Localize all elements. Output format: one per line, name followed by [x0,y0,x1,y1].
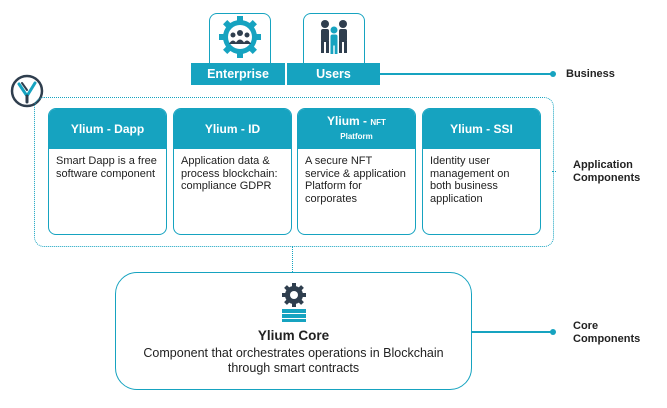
core-description-line2: through smart contracts [227,361,360,375]
business-label: Business [566,68,615,80]
core-description: Component that orchestrates operations i… [116,346,471,376]
card-title-small: NFT [370,118,386,127]
application-label: Application Components [573,159,640,185]
enterprise-icon-box [209,13,271,64]
business-connector-line [380,73,553,75]
users-icon-box [303,13,365,64]
core-description-line1: Component that orchestrates operations i… [143,346,444,360]
card-title: Ylium - NFT Platform [298,109,415,149]
card-ylium-nft: Ylium - NFT Platform A secure NFT servic… [297,108,416,235]
card-title-main: Ylium - [327,114,371,128]
core-vertical-connector [292,246,293,272]
core-connector-line [471,331,553,333]
core-label-line1: Core [573,320,599,332]
core-bullet [550,329,556,335]
application-label-line1: Application [573,159,633,171]
card-title: Ylium - Dapp [49,109,166,149]
card-title: Ylium - SSI [423,109,540,149]
ylium-core-box: Ylium Core Component that orchestrates o… [115,272,472,390]
ylium-logo-icon [10,74,44,108]
core-title: Ylium Core [257,328,330,343]
card-description: Smart Dapp is a free software component [56,155,157,180]
card-ylium-ssi: Ylium - SSI Identity user management on … [422,108,541,235]
card-ylium-dapp: Ylium - Dapp Smart Dapp is a free softwa… [48,108,167,235]
core-label: Core Components [573,320,640,346]
gear-stack-icon [279,282,309,327]
people-icon [312,15,356,64]
group-gear-icon [218,15,262,64]
application-connector-line [552,171,556,172]
card-title-sub: Platform [340,132,373,141]
core-label-line2: Components [573,333,641,345]
card-description: A secure NFT service & application Platf… [305,155,406,205]
business-bullet [550,71,556,77]
users-label: Users [287,63,380,85]
card-title: Ylium - ID [174,109,291,149]
application-label-line2: Components [573,172,641,184]
card-ylium-id: Ylium - ID Application data & process bl… [173,108,292,235]
card-description: Application data & process blockchain: c… [181,155,278,192]
enterprise-label: Enterprise [191,63,285,85]
application-components-frame [34,97,554,247]
card-description: Identity user management on both busines… [430,155,510,205]
